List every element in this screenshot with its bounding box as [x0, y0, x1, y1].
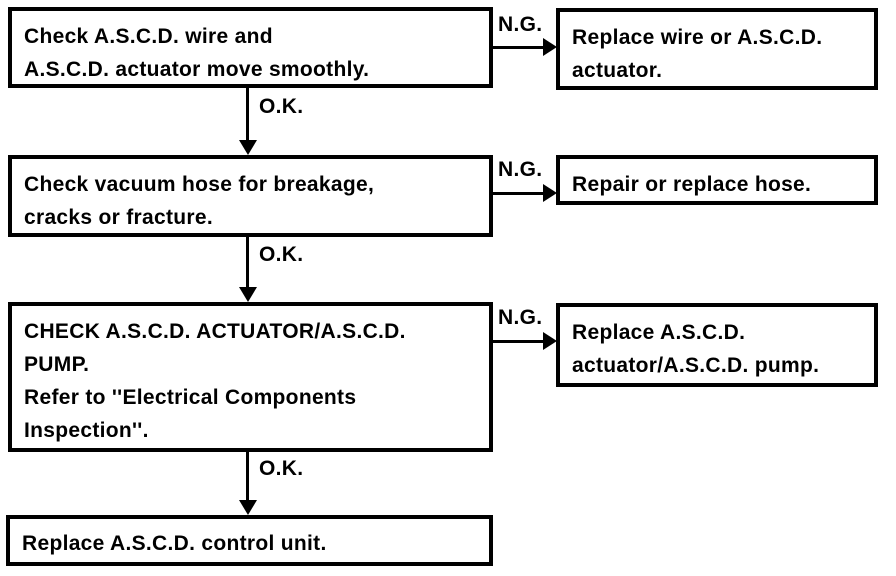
- action-box-2: Repair or replace hose.: [556, 155, 878, 205]
- ok-arrowhead-icon-1: [239, 140, 257, 155]
- ng-connector-3: [491, 340, 543, 343]
- check-box-3: CHECK A.S.C.D. ACTUATOR/A.S.C.D. PUMP. R…: [8, 302, 493, 452]
- ok-arrowhead-icon-3: [239, 500, 257, 515]
- ok-label-3: O.K.: [259, 457, 304, 480]
- ok-connector-3: [246, 452, 249, 500]
- ok-connector-1: [246, 88, 249, 140]
- check-box-1: Check A.S.C.D. wire and A.S.C.D. actuato…: [8, 7, 493, 88]
- ng-connector-2: [491, 192, 543, 195]
- ng-arrowhead-icon-2: [543, 184, 557, 202]
- ng-label-3: N.G.: [498, 306, 543, 329]
- ok-label-1: O.K.: [259, 95, 304, 118]
- action-box-3: Replace A.S.C.D. actuator/A.S.C.D. pump.: [556, 303, 878, 387]
- ng-arrowhead-icon-1: [543, 38, 557, 56]
- check-box-2: Check vacuum hose for breakage, cracks o…: [8, 155, 493, 237]
- ok-label-2: O.K.: [259, 243, 304, 266]
- ng-connector-1: [491, 46, 543, 49]
- action-box-1: Replace wire or A.S.C.D. actuator.: [556, 8, 878, 90]
- ok-connector-2: [246, 237, 249, 287]
- ng-arrowhead-icon-3: [543, 332, 557, 350]
- ng-label-1: N.G.: [498, 13, 543, 36]
- final-action-box: Replace A.S.C.D. control unit.: [6, 515, 493, 566]
- ng-label-2: N.G.: [498, 158, 543, 181]
- ok-arrowhead-icon-2: [239, 287, 257, 302]
